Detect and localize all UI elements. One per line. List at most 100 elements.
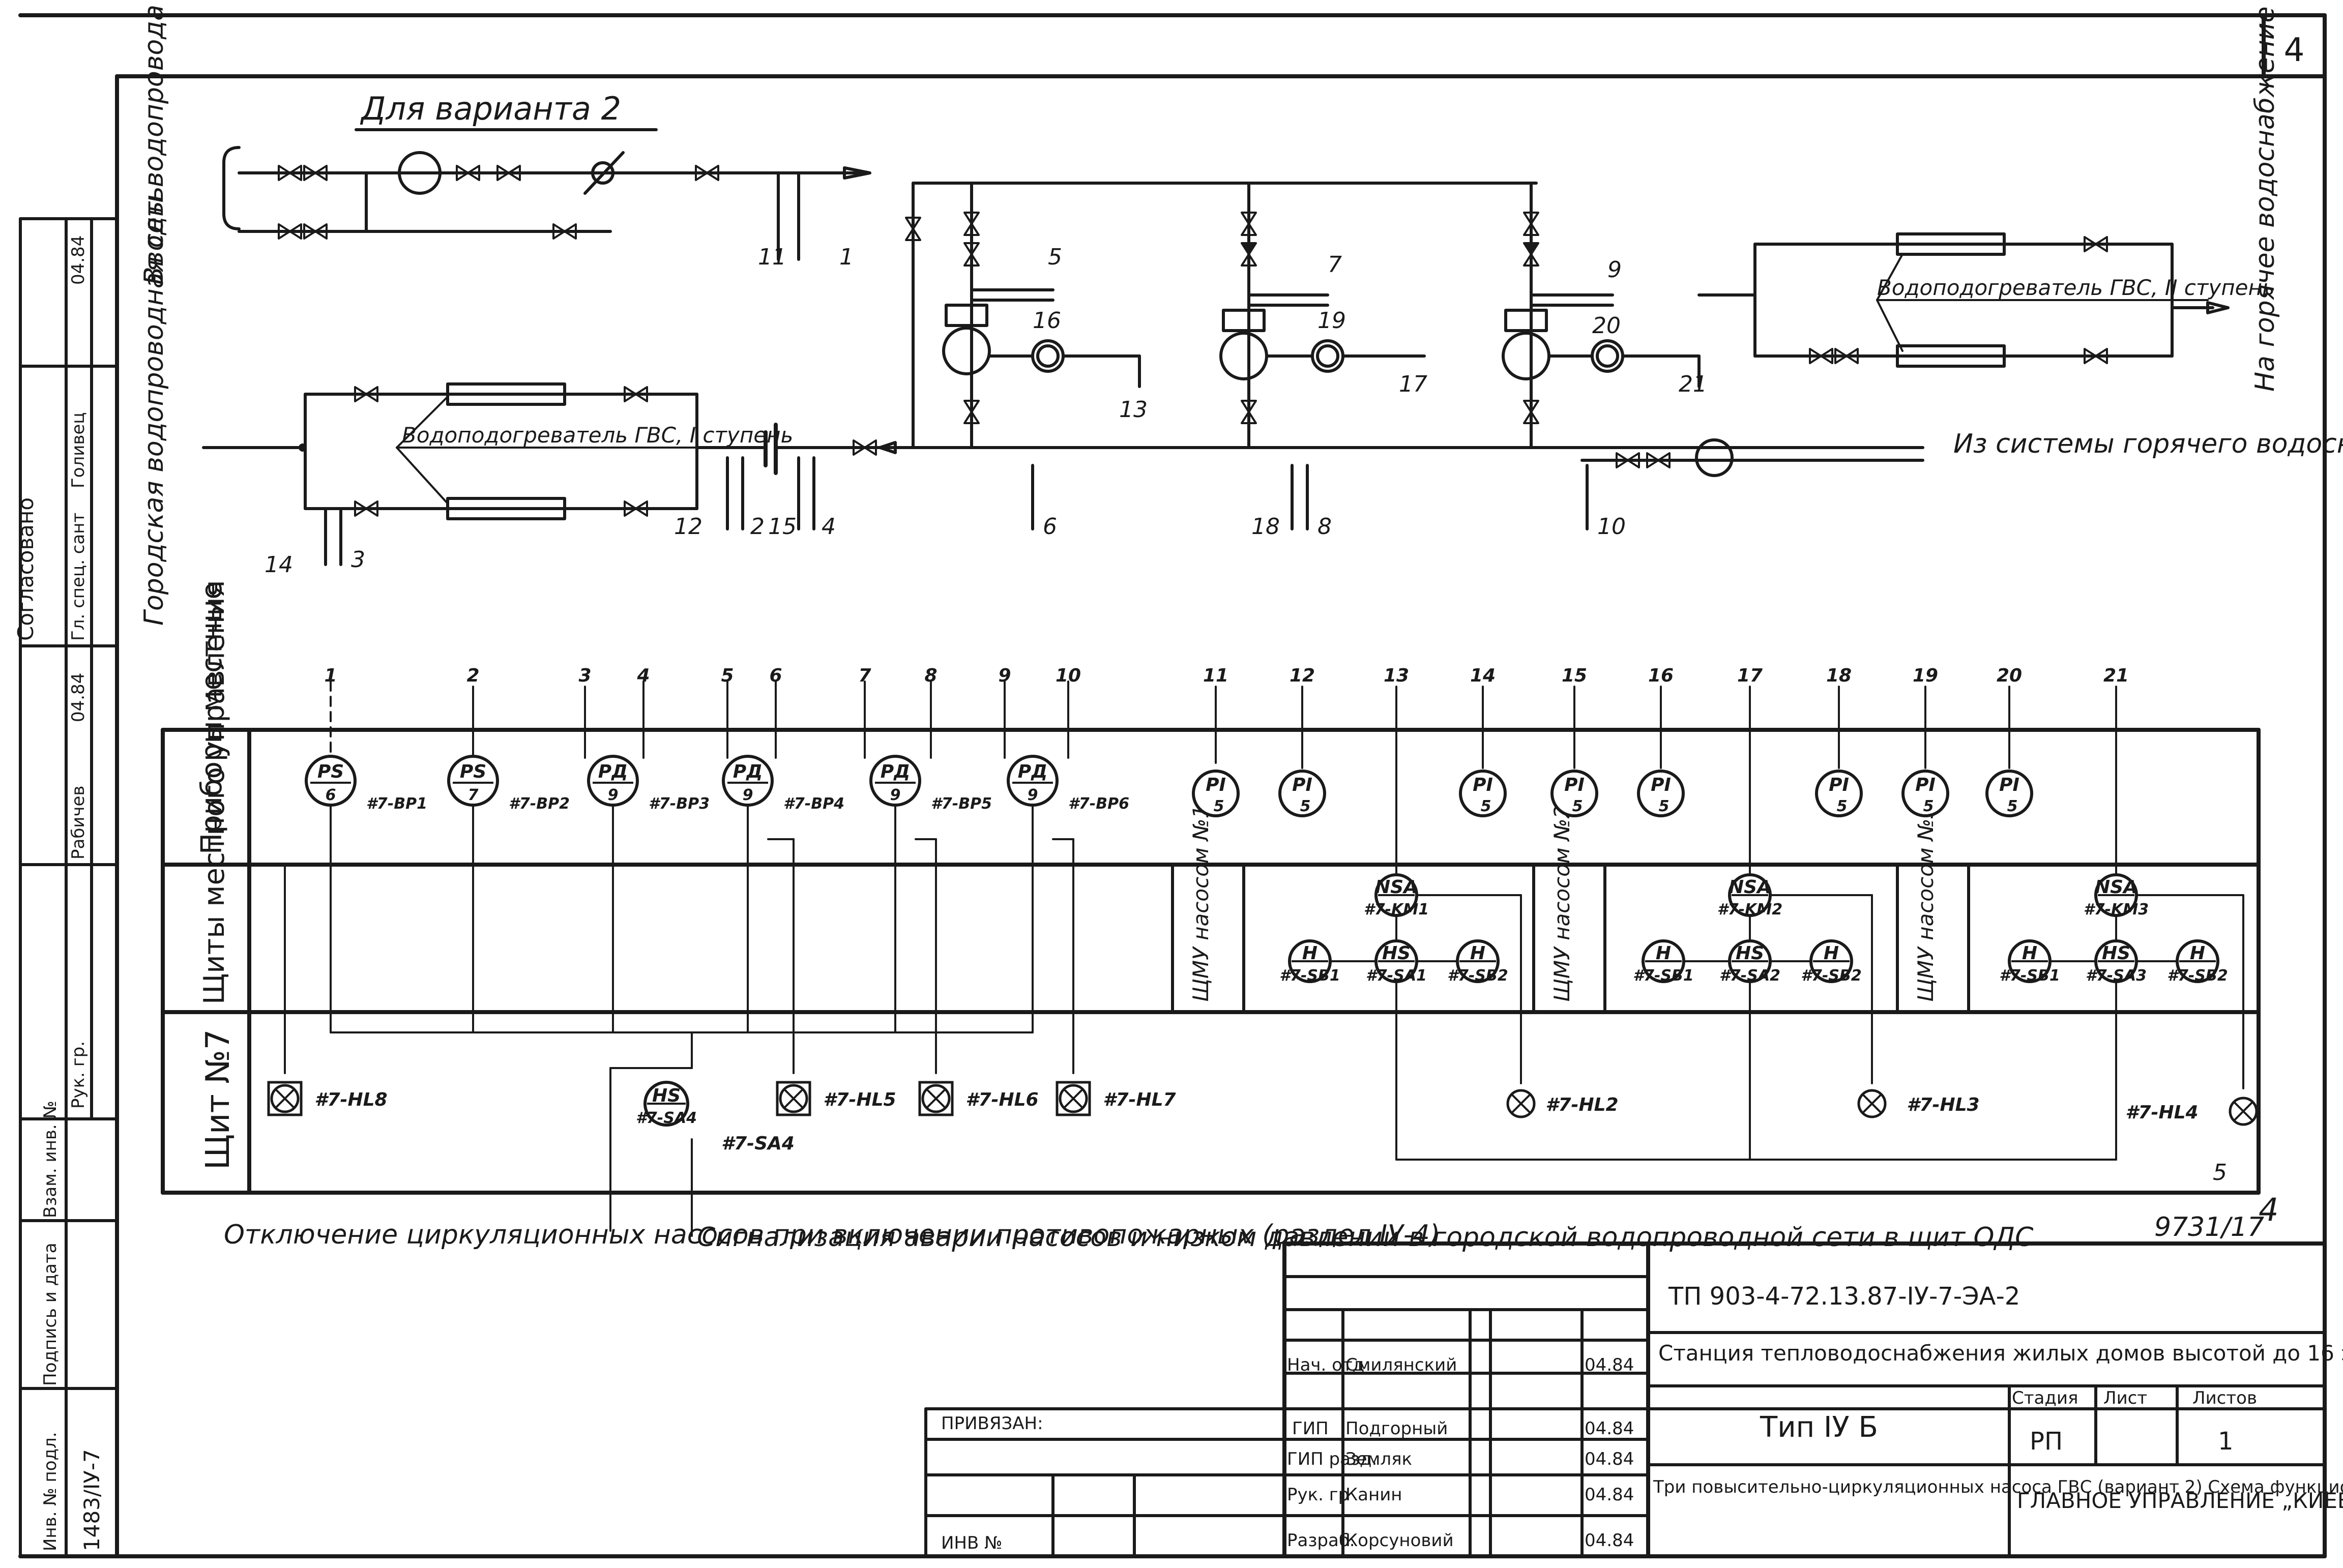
person-date-4: 04.84: [1585, 1530, 1634, 1551]
side-name-2: Рабичев: [68, 786, 89, 860]
lamp-cross-b-5: [1511, 1093, 1531, 1114]
instrument-tag-1: #7-BP1: [366, 795, 427, 813]
instrument-type-6: PД: [1018, 761, 1047, 782]
proc-1: 1: [839, 244, 854, 270]
h-right-1-bottom: #7-SB2: [1447, 967, 1508, 985]
gauge-type-7: PI: [1915, 775, 1936, 795]
proc-4: 4: [822, 514, 836, 540]
instrument-type-3: PД: [598, 761, 628, 782]
lamp-tag-3: #7-HL6: [965, 1089, 1038, 1110]
company: ГЛАВНОЕ УПРАВЛЕНИЕ „КИЕВПРОЕКТ": [2017, 1488, 2343, 1513]
gauge-type-6: PI: [1829, 775, 1849, 795]
instrument-range-2: 7: [468, 786, 479, 804]
side-name-3: Рук. гр.: [68, 1041, 89, 1109]
heater1-label: Водоподогреватель ГВС, I ступень: [402, 423, 793, 448]
column-number-7: 7: [858, 665, 871, 686]
doc-code: ТП 903-4-72.13.87-IУ-7-ЭА-2: [1668, 1282, 2020, 1311]
stage-header: Стадия: [2012, 1388, 2078, 1408]
proc-21: 21: [1679, 371, 1707, 397]
gauge-range-5: 5: [1659, 797, 1670, 815]
side-column: [19, 217, 119, 1558]
stamp-type: Тип IУ Б: [1760, 1411, 1878, 1444]
row-local-panels: Щиты местного управления: [198, 580, 231, 1004]
proc-7: 7: [1328, 252, 1342, 278]
person-role-3: Рук. гр: [1287, 1485, 1349, 1505]
lamp-tag-6: #7-HL3: [1907, 1094, 1979, 1115]
column-number-9: 9: [998, 665, 1011, 686]
lamp-tag-5: #7-HL2: [1545, 1094, 1618, 1115]
side-name-1: Гл. спец. сант: [68, 513, 89, 641]
h-right-1-top: H: [1470, 943, 1485, 964]
column-number-6: 6: [769, 665, 782, 686]
hs-2-bottom: #7-SA2: [1719, 967, 1780, 985]
person-role-0: Нач. отд: [1287, 1355, 1364, 1375]
hs-1-top: HS: [1382, 943, 1411, 964]
devices-layer: PS6#7-BP1PS7#7-BP2PД9#7-BP3PД9#7-BP4PД9#…: [267, 665, 2258, 1154]
proc-20: 20: [1592, 313, 1621, 339]
city-label: Городская водопроводная сеть: [139, 186, 169, 626]
stamp-desc: Три повысительно-циркуляционных насоса Г…: [1653, 1477, 2343, 1497]
h-left-2-bottom: #7-SB1: [1633, 967, 1694, 985]
proc-15: 15: [768, 514, 797, 540]
pump-group: [878, 182, 1924, 530]
heater-stage-2: [1530, 182, 2230, 368]
proc-8: 8: [1317, 514, 1332, 540]
nsa-3-top: NSA: [2095, 877, 2137, 898]
h-left-1-top: H: [1302, 943, 1317, 964]
from-system-label: Из системы горячего водоснабжения зданий: [1953, 429, 2343, 459]
instrument-range-5: 9: [890, 786, 901, 804]
nsa-1-top: NSA: [1375, 877, 1418, 898]
hs-3-bottom: #7-SA3: [2086, 967, 2147, 985]
proc-19: 19: [1317, 308, 1346, 334]
lamp-cross-b-6: [1862, 1093, 1882, 1114]
inlet-piping: [222, 146, 871, 261]
proc-12: 12: [674, 514, 702, 540]
instrument-tag-6: #7-BP6: [1068, 795, 1129, 813]
person-date-3: 04.84: [1585, 1485, 1634, 1505]
to-supply-label: На горячее водоснабжение зданий: [2250, 0, 2280, 392]
proc-16: 16: [1033, 308, 1061, 334]
instrument-4: [722, 755, 774, 807]
drawing-number: 9731/17: [2154, 1212, 2264, 1242]
instrument-type-5: PД: [881, 761, 910, 782]
person-date-0: 04.84: [1585, 1355, 1634, 1375]
instrument-range-6: 9: [1028, 786, 1038, 804]
instrument-type-1: PS: [317, 761, 344, 782]
nsa-2-top: NSA: [1729, 877, 1771, 898]
nsa-2-bottom: #7-KM2: [1717, 901, 1782, 919]
proc-11: 11: [758, 244, 786, 270]
gauge-type-2: PI: [1292, 775, 1312, 795]
column-number-8: 8: [924, 665, 937, 686]
side-date-1: 04.84: [68, 673, 89, 722]
gauge-6: [1815, 770, 1863, 817]
side-field-0: Взам. инв. №: [40, 1101, 61, 1218]
side-inv-value: 1483/IУ-7: [79, 1449, 104, 1551]
switch-sa4-top: HS: [652, 1085, 681, 1106]
gauge-1: [1192, 770, 1240, 817]
instrument-2: [447, 755, 499, 807]
h-left-1-bottom: #7-SB1: [1279, 967, 1340, 985]
row-panel-7: Щит №7: [199, 1029, 237, 1170]
note-right-1: Сигнализация аварии насосов и низком дав…: [697, 1222, 2034, 1253]
switch-sa4-bottom: #7-SA4: [636, 1109, 697, 1127]
instrument-tag-4: #7-BP4: [783, 795, 844, 813]
column-number-2: 2: [466, 665, 479, 686]
inv-label: ИНВ №: [941, 1533, 1003, 1553]
h-left-3-bottom: #7-SB1: [1999, 967, 2060, 985]
note-right-text: Сигнализация аварии насосов и низком дав…: [697, 1222, 2034, 1253]
h-right-2-top: H: [1824, 943, 1839, 964]
h-right-2-bottom: #7-SB2: [1801, 967, 1862, 985]
instrument-5: [869, 755, 921, 807]
drawing-frame: [18, 13, 2327, 1558]
column-number-18: 18: [1826, 665, 1852, 686]
side-agreed: Согласовано: [13, 497, 38, 641]
gauge-2: [1278, 770, 1326, 817]
column-number-5: 5: [721, 665, 734, 686]
proc-14: 14: [265, 552, 293, 578]
proc-17: 17: [1399, 371, 1427, 397]
person-role-1: ГИП: [1292, 1418, 1329, 1439]
lamp-cross-b-3: [926, 1088, 946, 1109]
person-name-0: Смилянский: [1345, 1355, 1457, 1375]
